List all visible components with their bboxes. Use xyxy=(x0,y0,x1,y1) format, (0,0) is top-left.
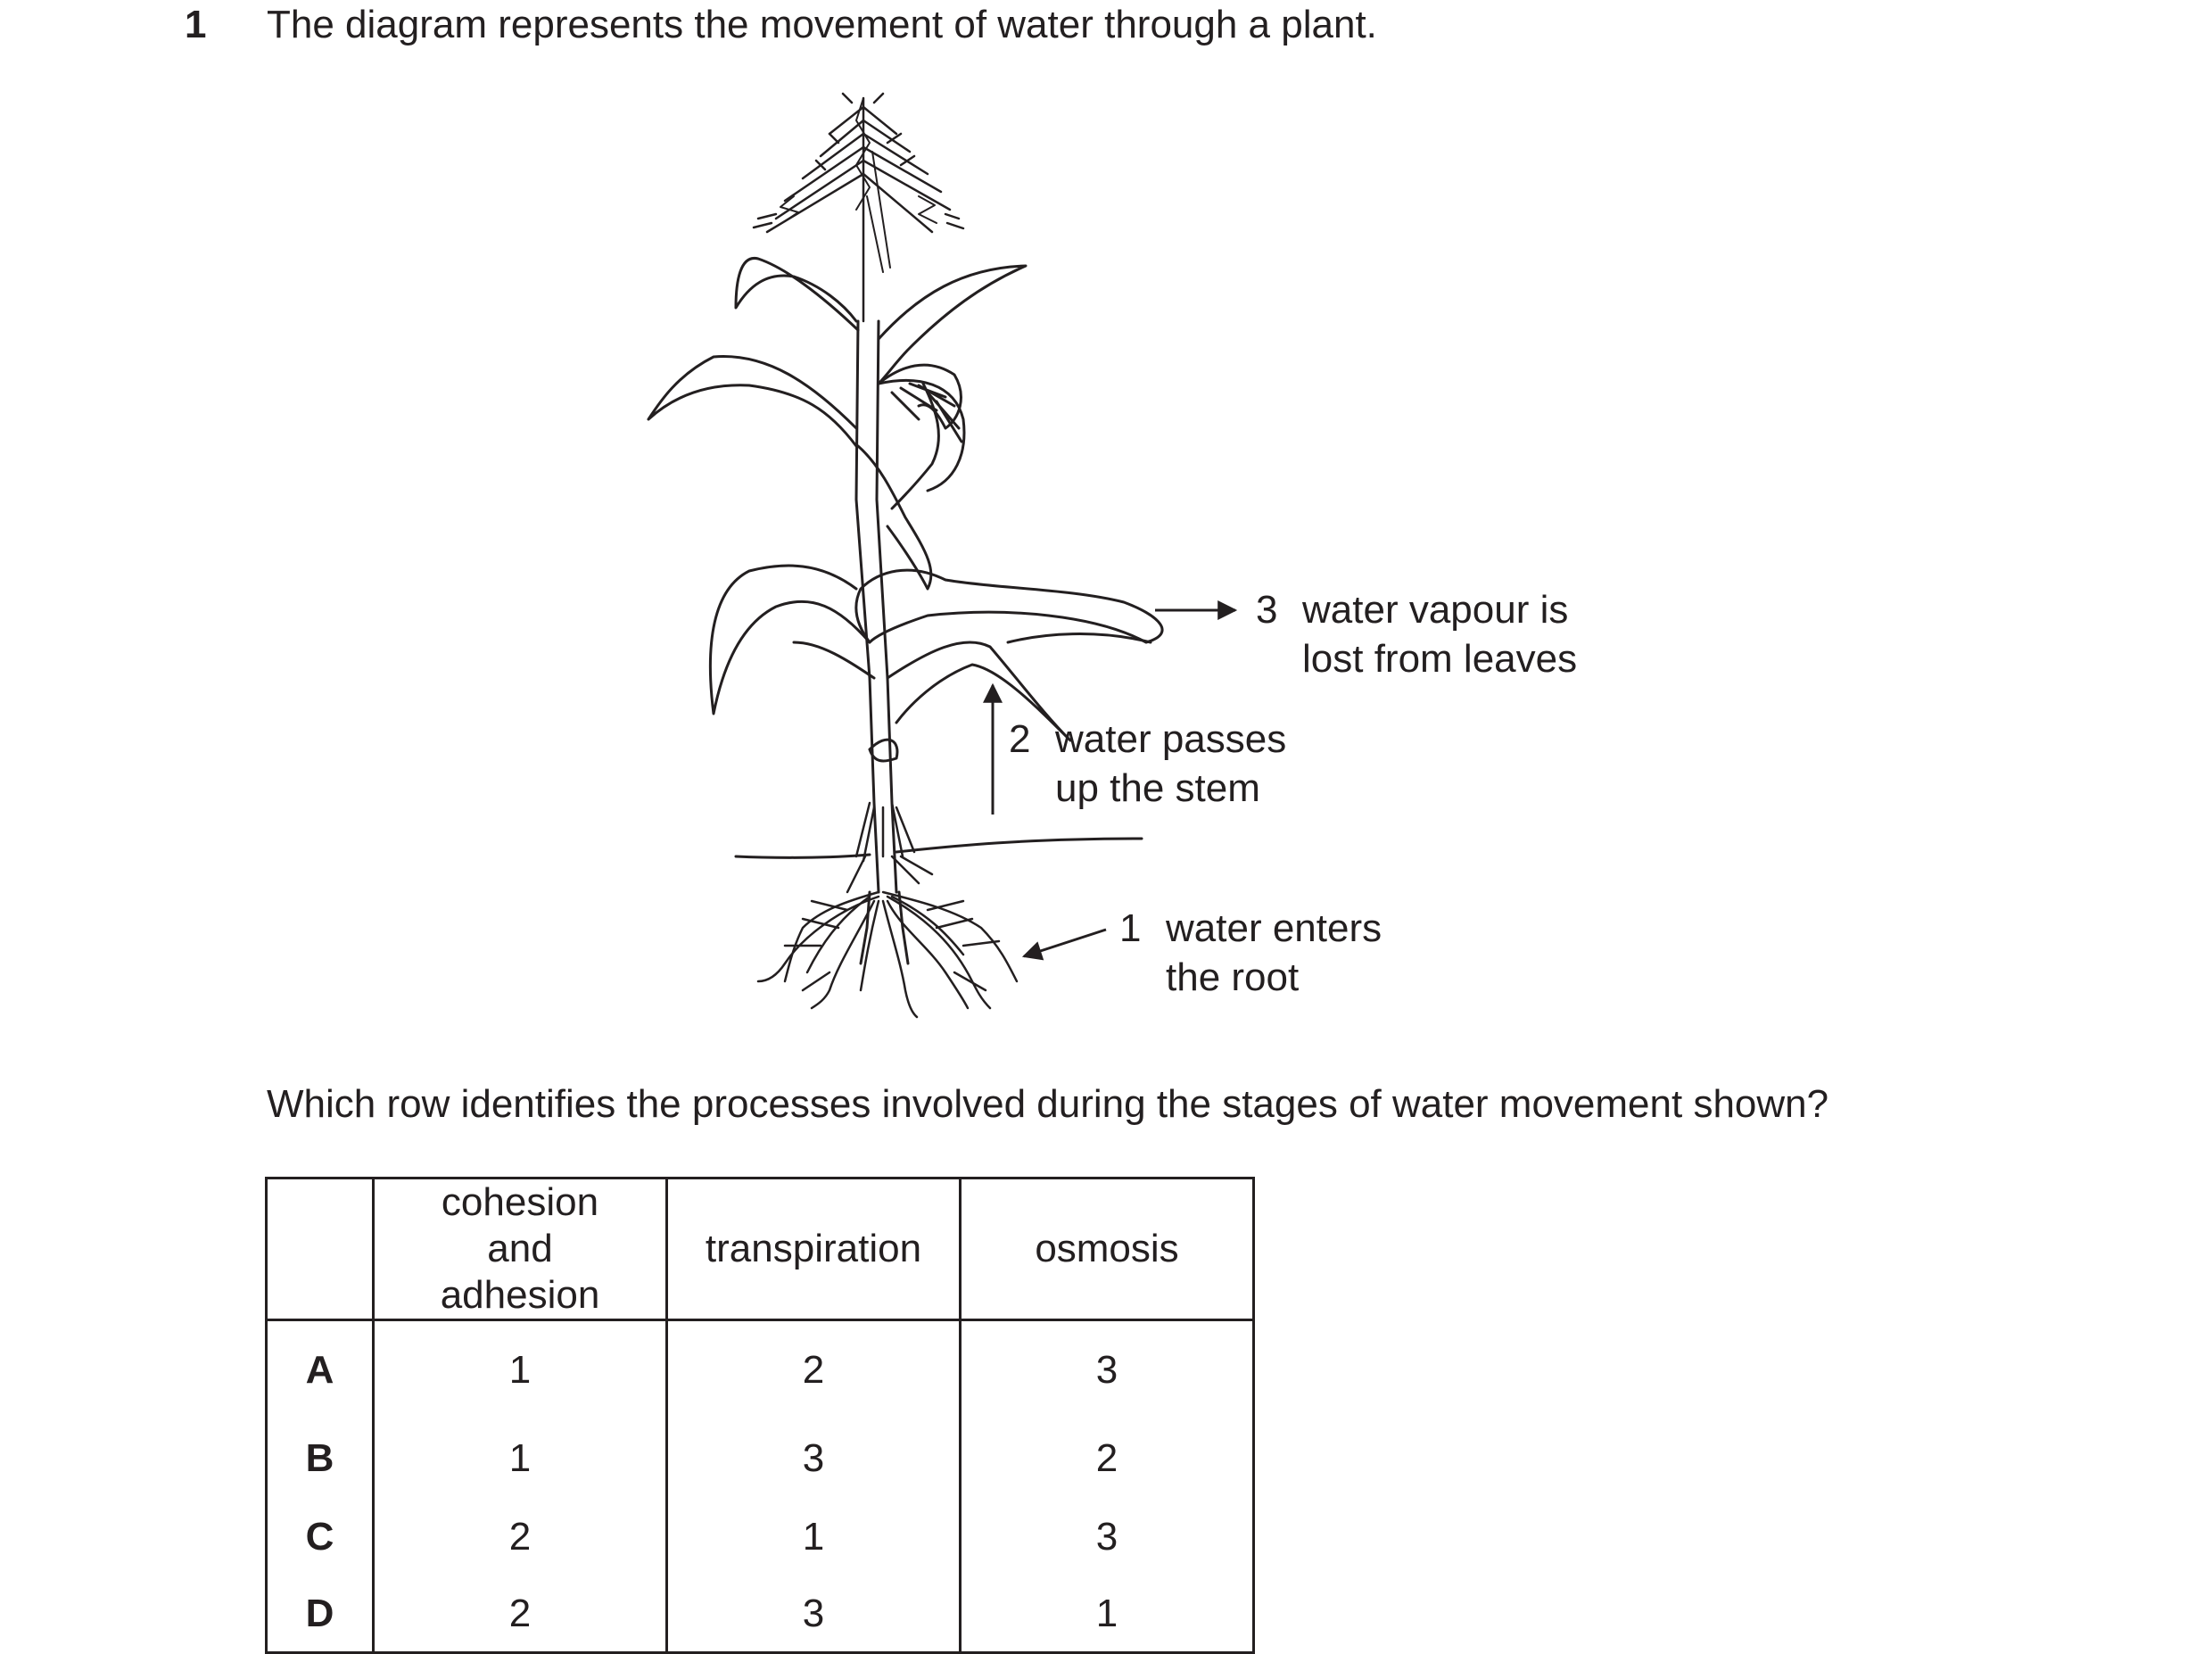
table-header-row: cohesion and adhesion transpiration osmo… xyxy=(265,1177,1255,1321)
label-2-line2: up the stem xyxy=(1055,766,1260,810)
row-label[interactable]: B xyxy=(265,1419,375,1498)
stem-nodes xyxy=(868,738,899,763)
label-1-number: 1 xyxy=(1119,906,1142,950)
cell-transpiration: 2 xyxy=(665,1319,962,1419)
label-3-line1: water vapour is xyxy=(1302,588,1569,632)
header-cohesion: cohesion and adhesion xyxy=(372,1177,668,1321)
label-2-line1: water passes xyxy=(1055,717,1287,761)
cell-osmosis: 2 xyxy=(959,1419,1255,1498)
header-blank xyxy=(265,1177,375,1321)
cell-cohesion: 1 xyxy=(372,1319,668,1419)
row-label[interactable]: D xyxy=(265,1576,375,1654)
question-number: 1 xyxy=(185,3,207,46)
cell-transpiration: 3 xyxy=(665,1576,962,1654)
table-row[interactable]: D 2 3 1 xyxy=(265,1576,1255,1654)
cell-cohesion: 1 xyxy=(372,1419,668,1498)
cell-osmosis: 3 xyxy=(959,1319,1255,1419)
question-prompt: Which row identifies the processes invol… xyxy=(267,1082,1829,1126)
header-osmosis: osmosis xyxy=(959,1177,1255,1321)
prop-roots xyxy=(846,801,934,894)
label-1-line2: the root xyxy=(1166,955,1300,999)
arrow-1-root xyxy=(1021,928,1107,961)
tassel xyxy=(752,92,965,323)
label-3-line2: lost from leaves xyxy=(1302,637,1578,681)
cell-cohesion: 2 xyxy=(372,1498,668,1576)
table-row[interactable]: B 1 3 2 xyxy=(265,1419,1255,1498)
annotation-arrows xyxy=(983,600,1238,961)
root-system xyxy=(756,890,1019,1019)
ear xyxy=(877,378,966,492)
stem xyxy=(854,319,910,965)
question-stem: The diagram represents the movement of w… xyxy=(267,3,1377,46)
table-row[interactable]: C 2 1 3 xyxy=(265,1498,1255,1576)
row-label[interactable]: A xyxy=(265,1319,375,1419)
header-cohesion-text: cohesion and adhesion xyxy=(440,1180,600,1317)
table-row[interactable]: A 1 2 3 xyxy=(265,1319,1255,1419)
label-3-number: 3 xyxy=(1256,588,1278,632)
row-label[interactable]: C xyxy=(265,1498,375,1576)
cell-transpiration: 1 xyxy=(665,1498,962,1576)
label-stage-3: 3 water vapour is lost from leaves xyxy=(1256,585,1577,683)
cell-osmosis: 1 xyxy=(959,1576,1255,1654)
cell-osmosis: 3 xyxy=(959,1498,1255,1576)
answer-table: cohesion and adhesion transpiration osmo… xyxy=(265,1177,1255,1654)
label-stage-2: 2 water passes up the stem xyxy=(1009,715,1286,813)
soil-line xyxy=(734,837,1143,859)
cell-cohesion: 2 xyxy=(372,1576,668,1654)
leaves xyxy=(647,257,1164,742)
label-stage-1: 1 water enters the root xyxy=(1119,904,1382,1002)
label-2-number: 2 xyxy=(1009,717,1031,761)
header-transpiration: transpiration xyxy=(665,1177,962,1321)
label-1-line1: water enters xyxy=(1166,906,1382,950)
cell-transpiration: 3 xyxy=(665,1419,962,1498)
